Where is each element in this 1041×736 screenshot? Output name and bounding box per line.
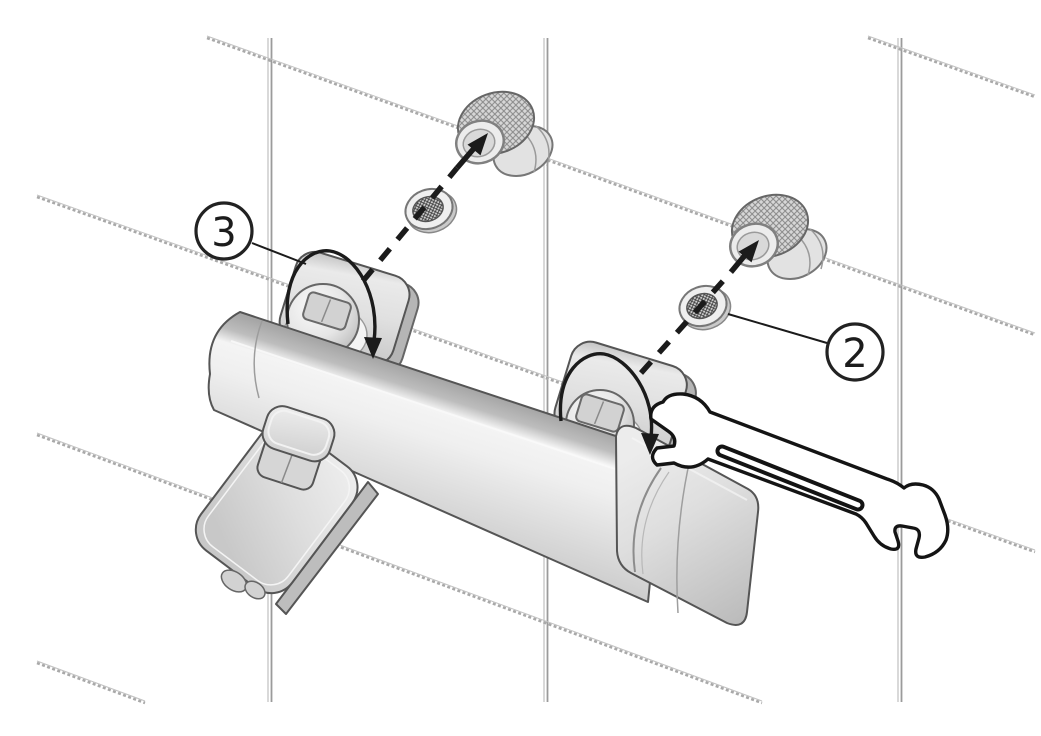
tile-grout-line: [36, 660, 146, 705]
callout-2: 2: [727, 313, 885, 382]
tile-grout-line: [206, 35, 1036, 337]
tile-joint-vertical: [897, 38, 903, 702]
eccentric-union-nut-top: [455, 90, 554, 177]
tile-grout-line: [36, 432, 763, 705]
square-recess-right: [575, 393, 625, 433]
filter-gasket-right: [678, 284, 732, 331]
callout-2-circle: [825, 322, 885, 382]
assembly-dashed-arrow-right: [638, 240, 759, 375]
cap-face-edge: [676, 458, 691, 614]
tile-grout-line: [867, 35, 1036, 99]
callout-3-leader: [251, 242, 307, 265]
diverter-knob: [256, 405, 336, 491]
arrowhead: [738, 240, 759, 263]
callout-3-label: 3: [211, 210, 236, 256]
aerator: [244, 580, 266, 600]
arrowhead: [364, 337, 382, 359]
rotation-arrow-right: [558, 352, 659, 455]
square-recess-left: [302, 291, 352, 331]
body-left-seam: [253, 320, 263, 399]
assembly-dashed-arrow-left: [360, 133, 488, 283]
arrowhead: [641, 433, 659, 455]
callout-2-label: 2: [842, 331, 867, 377]
body-end-cap: [615, 424, 760, 626]
eccentric-union-nut-right: [729, 193, 828, 280]
open-end-wrench: [649, 392, 950, 560]
callout-3: 3: [194, 201, 307, 265]
callout-2-leader: [727, 313, 828, 344]
filter-gasket-top: [404, 187, 458, 234]
rotation-arrow-left: [285, 249, 382, 359]
arrowhead: [467, 133, 488, 156]
callout-3-circle: [194, 201, 254, 261]
cap-ring-seam: [632, 467, 662, 573]
